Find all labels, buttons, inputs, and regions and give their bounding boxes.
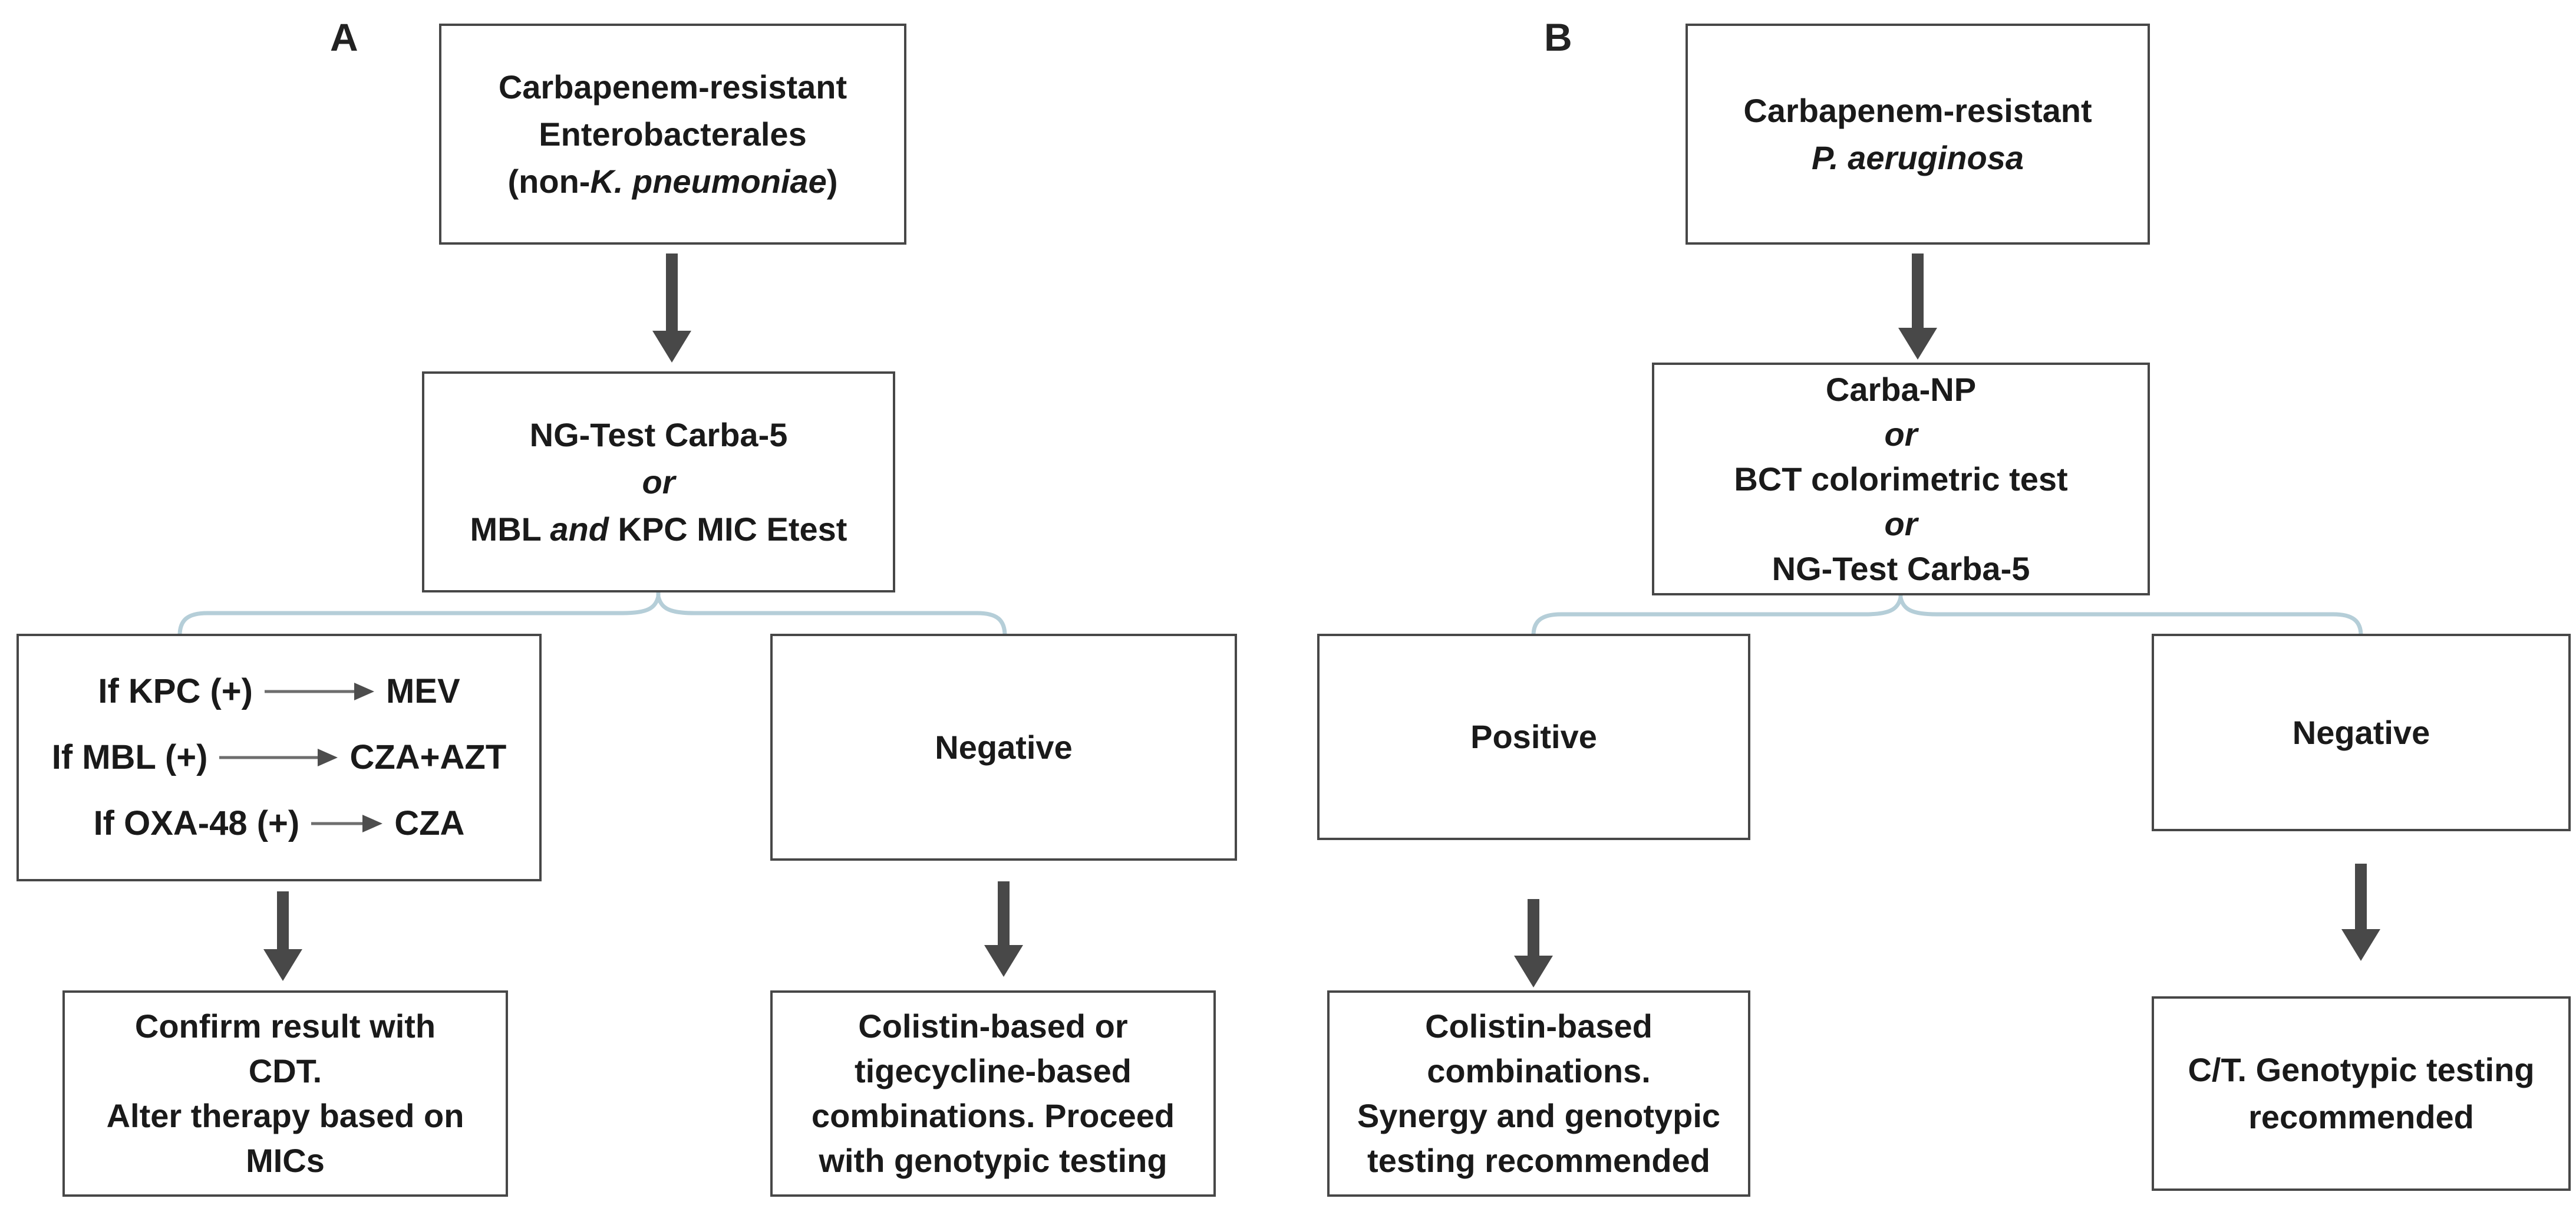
brace-connector-a <box>177 588 1007 638</box>
text-line: testing recommended <box>1367 1142 1710 1179</box>
down-arrow-icon <box>2341 864 2380 961</box>
rule-condition: If OXA-48 (+) <box>93 804 300 842</box>
text-line: combinations. Proceed <box>811 1097 1175 1134</box>
text-line: C/T. Genotypic testing <box>2188 1051 2535 1088</box>
text-line: Carbapenem-resistant <box>498 68 847 106</box>
text-line: Colistin-based or <box>858 1008 1128 1045</box>
text-line: recommended <box>2248 1098 2474 1135</box>
text-line: CDT. <box>248 1052 322 1089</box>
text-line: Enterobacterales <box>539 115 807 153</box>
box-a-kpc-results: If KPC (+) MEV If MBL (+) CZA+AZT If OXA-48 … <box>17 634 542 881</box>
text-line: Alter therapy based on <box>106 1097 464 1134</box>
box-b-organism: Carbapenem-resistant P. aeruginosa <box>1686 24 2150 245</box>
rule-row: If OXA-48 (+) CZA <box>94 800 465 847</box>
rule-row: If KPC (+) MEV <box>98 668 460 715</box>
down-arrow-icon <box>263 891 302 981</box>
rule-therapy: MEV <box>385 672 460 710</box>
down-arrow-icon <box>984 881 1023 977</box>
text-line: or <box>1884 505 1918 542</box>
text-line: with genotypic testing <box>819 1142 1167 1179</box>
right-arrow-icon <box>219 749 338 766</box>
rule-therapy: CZA <box>394 804 465 842</box>
text-line: tigecycline-based <box>855 1052 1132 1089</box>
text-line: NG-Test Carba-5 <box>1772 549 2030 587</box>
brace-connector-b <box>1531 591 2363 638</box>
text-line: Positive <box>1470 718 1597 755</box>
text-line: combinations. <box>1427 1052 1651 1089</box>
text-line: Negative <box>935 728 1073 766</box>
box-b-positive: Positive <box>1317 634 1750 840</box>
text-line: MBL and KPC MIC Etest <box>470 510 847 548</box>
box-b-ct-genotypic: C/T. Genotypic testing recommended <box>2152 996 2571 1191</box>
panel-a-label: A <box>330 15 358 59</box>
text-line: or <box>1884 415 1918 453</box>
panel-b-label: B <box>1544 15 1572 59</box>
text-line: Carba-NP <box>1825 370 1977 408</box>
text-line: Negative <box>2292 713 2430 751</box>
text-line: MICs <box>246 1142 325 1179</box>
down-arrow-icon <box>652 253 691 363</box>
right-arrow-icon <box>264 683 374 700</box>
rule-row: If MBL (+) CZA+AZT <box>52 734 507 781</box>
rule-condition: If KPC (+) <box>98 672 253 710</box>
down-arrow-icon <box>1514 899 1553 987</box>
text-line: BCT colorimetric test <box>1734 460 2068 498</box>
down-arrow-icon <box>1898 253 1937 360</box>
box-b-colistin-synergy: Colistin-based combinations. Synergy and g… <box>1327 990 1750 1197</box>
text-line: (non-K. pneumoniae) <box>507 162 838 200</box>
rule-therapy: CZA+AZT <box>349 738 507 776</box>
text-line: Colistin-based <box>1425 1008 1653 1045</box>
text-line: Confirm result with <box>134 1008 436 1045</box>
text-line: or <box>642 463 675 501</box>
text-line: Carbapenem-resistant <box>1743 91 2092 129</box>
box-b-negative: Negative <box>2152 634 2571 831</box>
right-arrow-icon <box>311 815 383 832</box>
box-a-negative: Negative <box>770 634 1237 861</box>
text-line: Synergy and genotypic <box>1357 1097 1721 1134</box>
rule-condition: If MBL (+) <box>51 738 208 776</box>
box-a-colistin-tigecycline: Colistin-based or tigecycline-based combin… <box>770 990 1216 1197</box>
text-line: NG-Test Carba-5 <box>529 416 788 453</box>
text-line: P. aeruginosa <box>1811 139 2024 176</box>
